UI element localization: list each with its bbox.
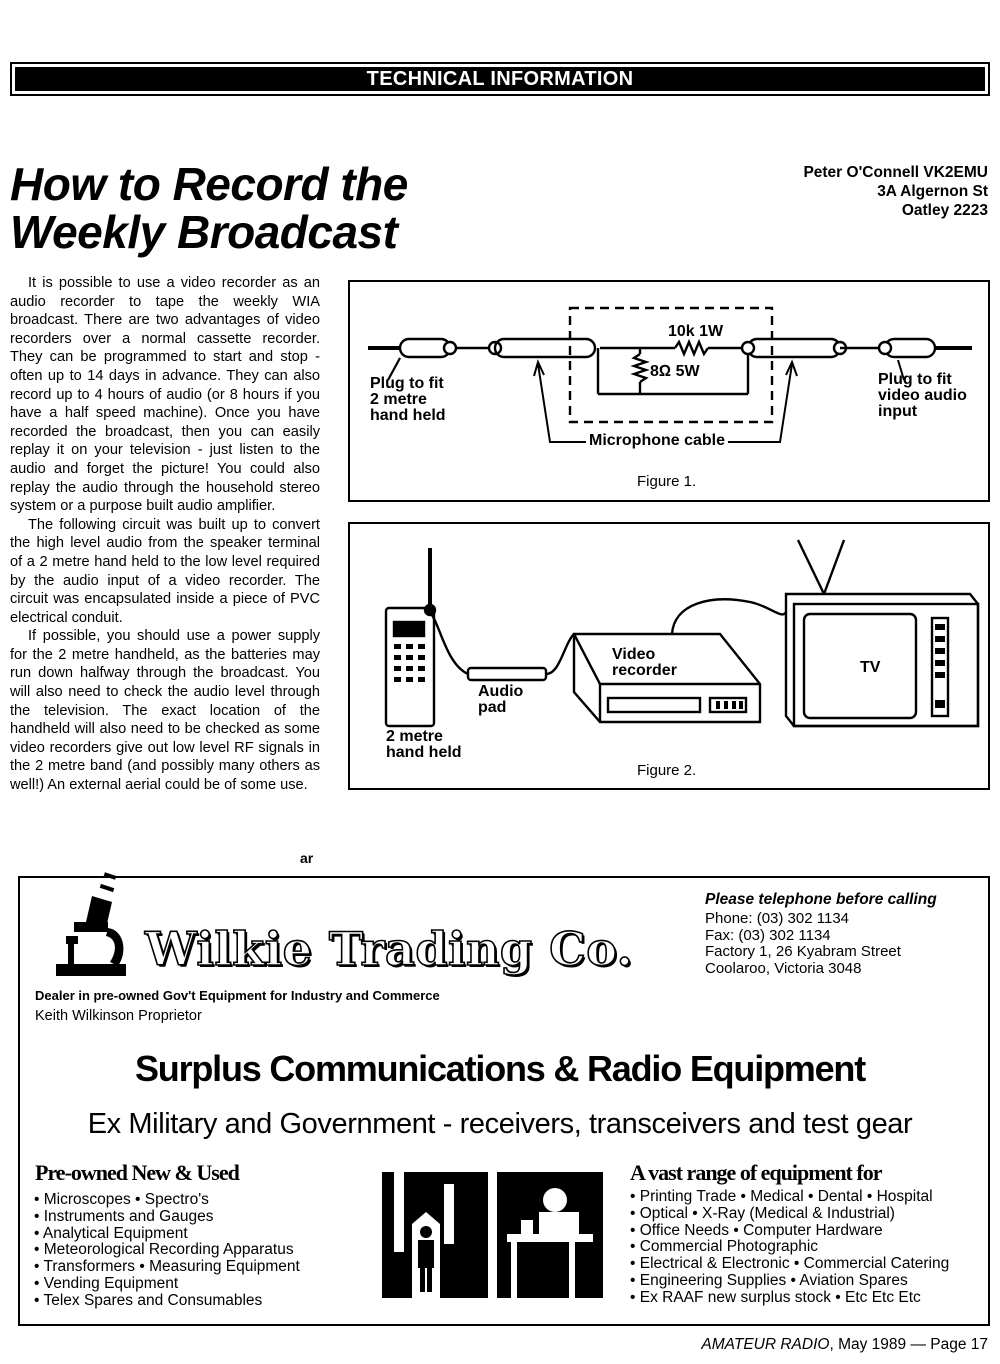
body-paragraph-1: It is possible to use a video recorder a… (10, 275, 320, 515)
list-item: Instruments and Gauges (34, 1208, 300, 1226)
vcr-line-1: Video (612, 646, 656, 663)
contact-fax: Fax: (03) 302 1134 (705, 926, 831, 944)
ad-headline: Surplus Communications & Radio Equipment (134, 1048, 866, 1089)
plug-right-line-3: input (878, 403, 918, 420)
plug-right-line-1: Plug to fit (878, 371, 952, 388)
list-item: Ex RAAF new surplus stock • Etc Etc Etc (630, 1289, 949, 1307)
section-banner-text: TECHNICAL INFORMATION (366, 67, 634, 90)
left-list: Microscopes • Spectro's Instruments and … (34, 1191, 300, 1310)
contact-header: Please telephone before calling (705, 891, 937, 908)
author-name: Peter O'Connell VK2EMU (803, 164, 988, 181)
right-list: Printing Trade • Medical • Dental • Hosp… (630, 1188, 950, 1307)
office-worker-icon (497, 1172, 603, 1298)
contact-phone: Phone: (03) 302 1134 (705, 909, 850, 927)
tv-control-panel (930, 616, 950, 718)
wilkie-advertisement (18, 876, 990, 1326)
series-resistor (674, 338, 709, 358)
tv-antenna-left (796, 539, 826, 595)
vcr-label: Video recorder (612, 647, 677, 679)
list-item: Transformers • Measuring Equipment (34, 1258, 299, 1276)
handheld-keypad (394, 644, 425, 682)
right-plug (883, 337, 937, 359)
list-item: Vending Equipment (34, 1275, 300, 1293)
body-paragraph-2: The following circuit was built up to co… (10, 516, 320, 626)
vcr-line-2: recorder (612, 662, 677, 679)
audio-pad-label: Audio pad (478, 684, 523, 716)
microphone-cable-label: Microphone cable (586, 433, 729, 449)
tv-label: TV (860, 659, 881, 676)
article-body: It is possible to use a video recorder a… (10, 274, 320, 795)
body-paragraph-3: If possible, you should use a power supp… (10, 628, 320, 794)
handheld-line-1: 2 metre (386, 728, 443, 745)
vcr-outline (572, 632, 762, 724)
enclosure-outline (568, 306, 774, 424)
list-item: Electrical & Electronic • Commercial Cat… (630, 1255, 950, 1273)
plug-left-line-3: hand held (370, 407, 446, 424)
list-item: Commercial Photographic (630, 1239, 949, 1256)
cable-handheld-pad (429, 611, 469, 676)
list-item: Engineering Supplies • Aviation Spares (630, 1272, 949, 1290)
ad-subheadline: Ex Military and Government - receivers, … (87, 1108, 913, 1140)
microscope-icon (56, 872, 126, 976)
tv-screen (802, 612, 918, 720)
handheld-label: 2 metre hand held (386, 729, 462, 761)
right-cable (746, 337, 842, 359)
list-item: Optical • X-Ray (Medical & Industrial) (630, 1205, 949, 1223)
figure-2-setup: 2 metre hand held Audio pad Video record… (348, 522, 990, 790)
list-item: Telex Spares and Consumables (34, 1292, 300, 1310)
audio-pad-line-2: pad (478, 699, 507, 716)
contact-suburb: Coolaroo, Victoria 3048 (705, 960, 862, 978)
figure-2-caption: Figure 2. (637, 762, 697, 779)
vcr-cassette-slot (606, 696, 702, 714)
issue-and-page: , May 1989 — Page 17 (829, 1336, 988, 1353)
left-list-title: Pre-owned New & Used (35, 1160, 240, 1185)
audio-pad (466, 666, 548, 682)
audio-pad-line-1: Audio (478, 683, 524, 700)
article-title: How to Record the Weekly Broadcast (10, 160, 408, 256)
list-item: Microscopes • Spectro's (34, 1191, 300, 1209)
company-name: Wilkie Trading Co. (144, 921, 634, 977)
left-plug (398, 337, 452, 359)
figure-1-caption: Figure 1. (637, 473, 697, 490)
list-item: Office Needs • Computer Hardware (630, 1222, 949, 1240)
author-street: 3A Algernon St (877, 183, 988, 200)
plug-left-line-2: 2 metre (370, 391, 427, 408)
handheld-line-2: hand held (386, 744, 462, 761)
article-signoff: ar (300, 850, 314, 866)
cable-pad-vcr (545, 633, 575, 676)
setup-diagram (384, 539, 980, 728)
section-banner-fill: TECHNICAL INFORMATION (15, 67, 985, 91)
handheld-display (392, 620, 426, 638)
magazine-name: AMATEUR RADIO (701, 1336, 830, 1353)
list-item: Analytical Equipment (34, 1225, 300, 1243)
plug-right-line-2: video audio (878, 387, 967, 404)
tv-antenna-right (822, 539, 846, 595)
plug-left-line-1: Plug to fit (370, 375, 444, 392)
shunt-resistor (630, 353, 650, 383)
contact-street: Factory 1, 26 Kyabram Street (705, 943, 901, 961)
series-resistor-label: 10k 1W (668, 323, 724, 340)
shunt-resistor-label: 8Ω 5W (650, 363, 700, 380)
left-cable (493, 337, 597, 359)
article-title-line-2: Weekly Broadcast (10, 206, 398, 258)
plug-left-label: Plug to fit 2 metre hand held (370, 376, 446, 424)
article-title-line-1: How to Record the (10, 158, 408, 210)
figure-1-circuit: 10k 1W 8Ω 5W Plug to fit 2 metre hand he… (348, 280, 990, 502)
page-footer: AMATEUR RADIO, May 1989 — Page 17 (701, 1336, 988, 1354)
factory-worker-icon (382, 1172, 488, 1298)
list-item: Meteorological Recording Apparatus (34, 1242, 300, 1259)
section-banner: TECHNICAL INFORMATION (10, 62, 990, 96)
vcr-controls (708, 696, 748, 714)
contact-block: Please telephone before calling Phone: (… (705, 891, 937, 978)
plug-right-label: Plug to fit video audio input (878, 372, 967, 420)
list-item: Printing Trade • Medical • Dental • Hosp… (630, 1188, 949, 1206)
cable-vcr-tv (670, 598, 788, 635)
author-block: Peter O'Connell VK2EMU 3A Algernon St Oa… (803, 163, 988, 220)
author-suburb: Oatley 2223 (901, 202, 988, 219)
right-list-title: A vast range of equipment for (630, 1160, 882, 1185)
proprietor: Keith Wilkinson Proprietor (35, 1008, 202, 1024)
circuit-diagram (368, 306, 972, 443)
handheld-body (384, 606, 436, 728)
dealer-tagline: Dealer in pre-owned Gov't Equipment for … (35, 988, 440, 1003)
